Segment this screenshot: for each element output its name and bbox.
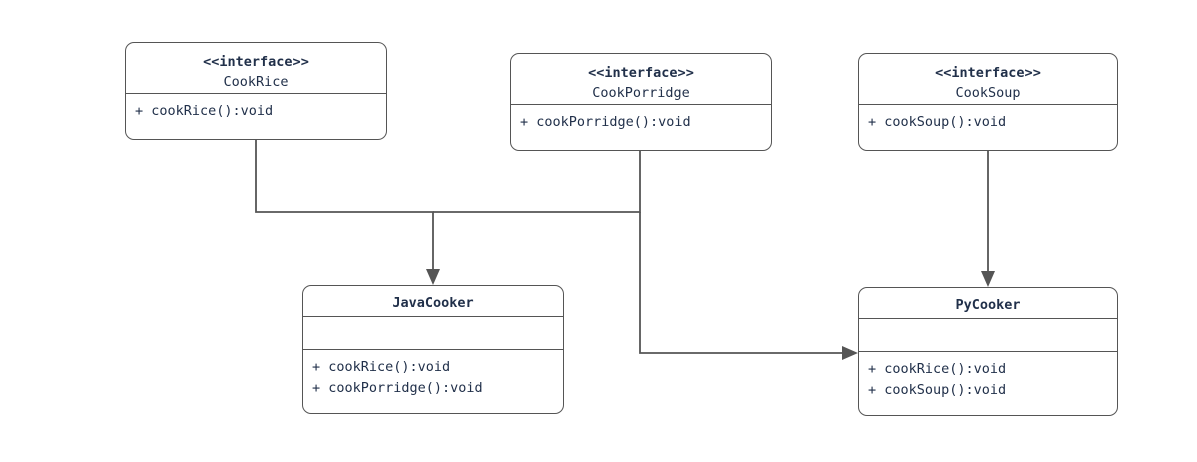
cooksoup-method-0: + cookSoup():void [868, 114, 1007, 130]
cookrice-name: CookRice [223, 74, 289, 90]
cookporridge-methods: + cookPorridge():void [511, 104, 771, 150]
edge-cookrice-javacooker [255, 140, 434, 270]
cookporridge-header: <<interface>> CookPorridge [511, 54, 771, 104]
cookporridge-method-0: + cookPorridge():void [520, 114, 691, 130]
javacooker-attributes [303, 316, 563, 349]
node-javacooker[interactable]: JavaCooker + cookRice():void + cookPorri… [302, 285, 564, 414]
arrowhead-javacooker [426, 269, 440, 285]
javacooker-method-0: + cookRice():void [312, 359, 451, 375]
pycooker-name: PyCooker [955, 297, 1021, 313]
node-cookrice[interactable]: <<interface>> CookRice + cookRice():void [125, 42, 387, 140]
cookrice-methods: + cookRice():void [126, 93, 386, 139]
node-cookporridge[interactable]: <<interface>> CookPorridge + cookPorridg… [510, 53, 772, 151]
cookrice-stereotype: <<interface>> [203, 54, 309, 70]
edge-cookporridge-javacooker [433, 151, 641, 213]
cooksoup-stereotype: <<interface>> [935, 65, 1041, 81]
pycooker-header: PyCooker [859, 288, 1117, 318]
arrowhead-pycooker-left [842, 346, 858, 360]
javacooker-methods: + cookRice():void + cookPorridge():void [303, 349, 563, 413]
javacooker-header: JavaCooker [303, 286, 563, 316]
arrowhead-pycooker-top [981, 271, 995, 287]
javacooker-name: JavaCooker [392, 295, 474, 311]
cookporridge-stereotype: <<interface>> [588, 65, 694, 81]
cooksoup-name: CookSoup [955, 85, 1021, 101]
pycooker-attributes [859, 318, 1117, 351]
cookporridge-name: CookPorridge [592, 85, 690, 101]
node-pycooker[interactable]: PyCooker + cookRice():void + cookSoup():… [858, 287, 1118, 416]
javacooker-method-1: + cookPorridge():void [312, 380, 483, 396]
edge-cookporridge-pycooker [639, 212, 843, 354]
cooksoup-header: <<interface>> CookSoup [859, 54, 1117, 104]
cookrice-method-0: + cookRice():void [135, 103, 274, 119]
cooksoup-methods: + cookSoup():void [859, 104, 1117, 150]
node-cooksoup[interactable]: <<interface>> CookSoup + cookSoup():void [858, 53, 1118, 151]
pycooker-method-0: + cookRice():void [868, 361, 1007, 377]
pycooker-method-1: + cookSoup():void [868, 382, 1007, 398]
pycooker-methods: + cookRice():void + cookSoup():void [859, 351, 1117, 415]
cookrice-header: <<interface>> CookRice [126, 43, 386, 93]
